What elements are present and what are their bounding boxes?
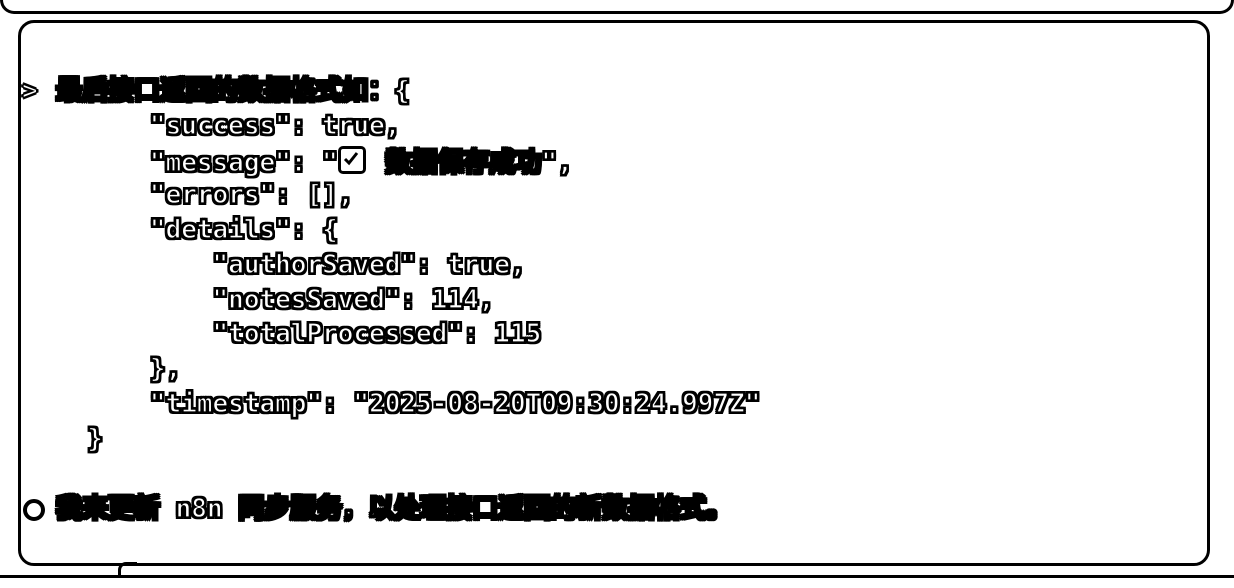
json-line-details: "details": { <box>56 214 338 245</box>
json-line-message: "message": " 数据保存成功", <box>56 146 574 179</box>
json-message-key: "message": " <box>56 147 338 178</box>
prompt-intro-line: 最后接口返回的数据格式如：{ <box>55 75 410 106</box>
json-line-total-processed: "totalProcessed": 115 <box>56 318 542 349</box>
prompt-marker-icon: > <box>21 75 38 106</box>
json-line-details-close: }, <box>56 353 182 384</box>
terminal-frame-bottom <box>0 575 1234 588</box>
json-line-success: "success": true, <box>56 110 401 141</box>
json-close-brace: } <box>56 423 104 454</box>
next-line-fragment <box>118 562 137 575</box>
assistant-message: 我来更新 n8n 同步服务，以处理接口返回的新数据格式。 <box>55 493 733 524</box>
terminal-panel <box>18 20 1210 566</box>
circle-bullet-icon <box>23 499 45 521</box>
json-line-author-saved: "authorSaved": true, <box>56 249 526 280</box>
json-line-errors: "errors": [], <box>56 179 354 210</box>
json-open-brace: { <box>393 75 410 106</box>
prompt-intro-text: 最后接口返回的数据格式如： <box>55 75 395 106</box>
json-line-notes-saved: "notesSaved": 114, <box>56 284 495 315</box>
check-box-icon <box>337 146 366 174</box>
terminal-frame-top <box>0 0 1234 14</box>
json-line-timestamp: "timestamp": "2025-08-20T09:30:24.997Z" <box>56 388 761 419</box>
json-message-value: 数据保存成功", <box>385 147 574 178</box>
